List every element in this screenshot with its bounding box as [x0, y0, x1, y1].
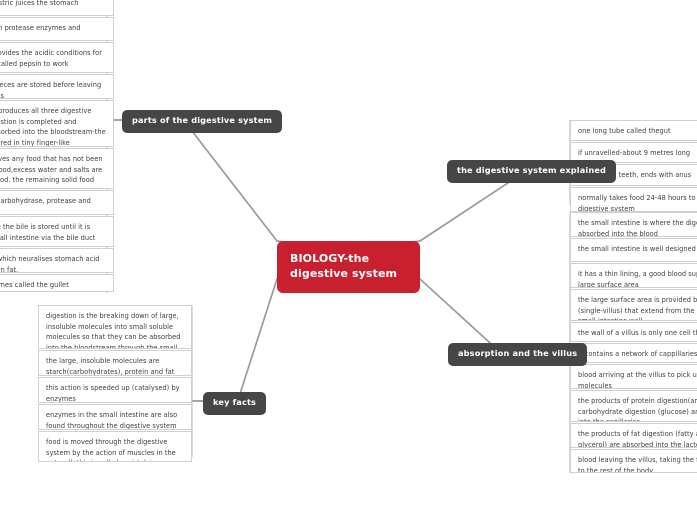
leaf-box-label: the large, insoluble molecules are starc… — [46, 357, 175, 376]
leaf-box-label: gastric juices-contain protease enzymes … — [0, 24, 81, 32]
leaf-box-label: begins with teeth, ends with anus — [578, 171, 692, 179]
leaf-box[interactable]: hydrochloric acid-provides the acidic co… — [0, 42, 114, 73]
leaf-box-label: small intestine-also produces all three … — [0, 107, 106, 147]
leaf-box[interactable]: the large surface area is provided by th… — [570, 289, 697, 321]
branch-node-the-digestive-system-explained[interactable]: the digestive system explained — [447, 160, 617, 183]
leaf-box[interactable]: small intestine-also produces all three … — [0, 100, 114, 147]
leaf-box[interactable]: rectum-where the faeces are stored befor… — [0, 74, 114, 99]
leaf-box[interactable]: normally takes food 24-48 hours to pass … — [570, 187, 697, 212]
leaf-box[interactable]: if unravelled-about 9 metres long — [570, 142, 697, 163]
leaf-box-label: food is moved through the digestive syst… — [46, 438, 176, 461]
leaf-box[interactable]: the wall of a villus is only one cell th… — [570, 322, 697, 342]
leaf-box[interactable]: the products of protein digestion(amino … — [570, 390, 697, 422]
leaf-box-label: blood leaving the villus, taking the foo… — [578, 456, 697, 473]
leaf-box-label: large intestine-recieves any food that h… — [0, 155, 103, 185]
leaf-box-label: the wall of a villus is only one cell th… — [578, 329, 697, 337]
leaf-box-label: one long tube called thegut — [578, 127, 671, 135]
wire-root-to-parts — [184, 121, 421, 261]
leaf-box-label: the small intestine is where the digeste… — [578, 219, 697, 237]
leaf-box-label: digestion is the breaking down of large,… — [46, 312, 181, 349]
leaf-box[interactable]: food is moved through the digestive syst… — [38, 431, 192, 462]
leaf-box[interactable]: the small intestine is well designed for… — [570, 238, 697, 262]
leaf-box[interactable]: gall bladder-is where the bile is stored… — [0, 216, 114, 247]
leaf-box[interactable]: this action is speeded up (catalysed) by… — [38, 377, 192, 403]
leaf-box[interactable]: it has a thin lining, a good blood suppl… — [570, 263, 697, 288]
leaf-box[interactable]: blood leaving the villus, taking the foo… — [570, 449, 697, 473]
leaf-box[interactable]: pancreas-produces carbohydrase, protease… — [0, 190, 114, 215]
leaf-box-label: blood arriving at the villus to pick up … — [578, 371, 697, 389]
root-node-biology-the-digestive-system[interactable]: BIOLOGY-the digestive system — [277, 241, 420, 294]
leaf-box-label: to mix it with the gastric juices the st… — [0, 0, 79, 7]
leaf-box[interactable]: the products of fat digestion (fatty aci… — [570, 423, 697, 448]
leaf-box[interactable]: gastric juices-contain protease enzymes … — [0, 17, 114, 41]
leaf-box-label: liver-produces bile, which neuralises st… — [0, 255, 100, 273]
leaf-box-label: it contains a network of cappillaries — [578, 350, 697, 358]
branch-node-key-facts[interactable]: key facts — [203, 392, 267, 415]
wire-root-to-keyfacts — [237, 278, 420, 401]
leaf-box-label: the products of fat digestion (fatty aci… — [578, 430, 697, 448]
leaf-box-label: normally takes food 24-48 hours to pass … — [578, 194, 697, 212]
leaf-box[interactable]: blood arriving at the villus to pick up … — [570, 364, 697, 389]
leaf-box[interactable]: the large, insoluble molecules are starc… — [38, 350, 192, 376]
leaf-box[interactable]: liver-produces bile, which neuralises st… — [0, 248, 114, 273]
leaf-box-label: the small intestine is well designed for… — [578, 245, 697, 253]
leaf-box-label: the products of protein digestion(amino … — [578, 397, 697, 421]
leaf-box-label: it has a thin lining, a good blood suppl… — [578, 270, 697, 288]
leaf-box[interactable]: one long tube called thegut — [570, 120, 697, 141]
leaf-box-label: hydrochloric acid-provides the acidic co… — [0, 49, 102, 68]
leaf-box-label: rectum-where the faeces are stored befor… — [0, 81, 102, 99]
leaf-box-label: enzymes in the small intestine are also … — [46, 411, 178, 430]
leaf-box[interactable]: large intestine-recieves any food that h… — [0, 148, 114, 189]
leaf-box[interactable]: oesophagus- sometimes called the gullet — [0, 274, 114, 292]
leaf-box-label: pancreas-produces carbohydrase, protease… — [0, 197, 91, 205]
leaf-box[interactable]: the small intestine is where the digeste… — [570, 212, 697, 237]
branch-node-absorption-and-the-villus[interactable]: absorption and the villus — [448, 343, 588, 366]
leaf-box-label: oesophagus- sometimes called the gullet — [0, 281, 69, 289]
leaf-box[interactable]: digestion is the breaking down of large,… — [38, 305, 192, 349]
leaf-box-label: gall bladder-is where the bile is stored… — [0, 223, 96, 242]
leaf-box[interactable]: enzymes in the small intestine are also … — [38, 404, 192, 430]
leaf-box-label: the large surface area is provided by th… — [578, 296, 697, 320]
leaf-box[interactable]: to mix it with the gastric juices the st… — [0, 0, 114, 16]
leaf-box[interactable]: it contains a network of cappillaries — [570, 343, 697, 363]
branch-node-parts-of-the-digestive-system[interactable]: parts of the digestive system — [122, 110, 283, 133]
leaf-box-label: if unravelled-about 9 metres long — [578, 149, 691, 157]
leaf-box-label: this action is speeded up (catalysed) by… — [46, 384, 180, 403]
